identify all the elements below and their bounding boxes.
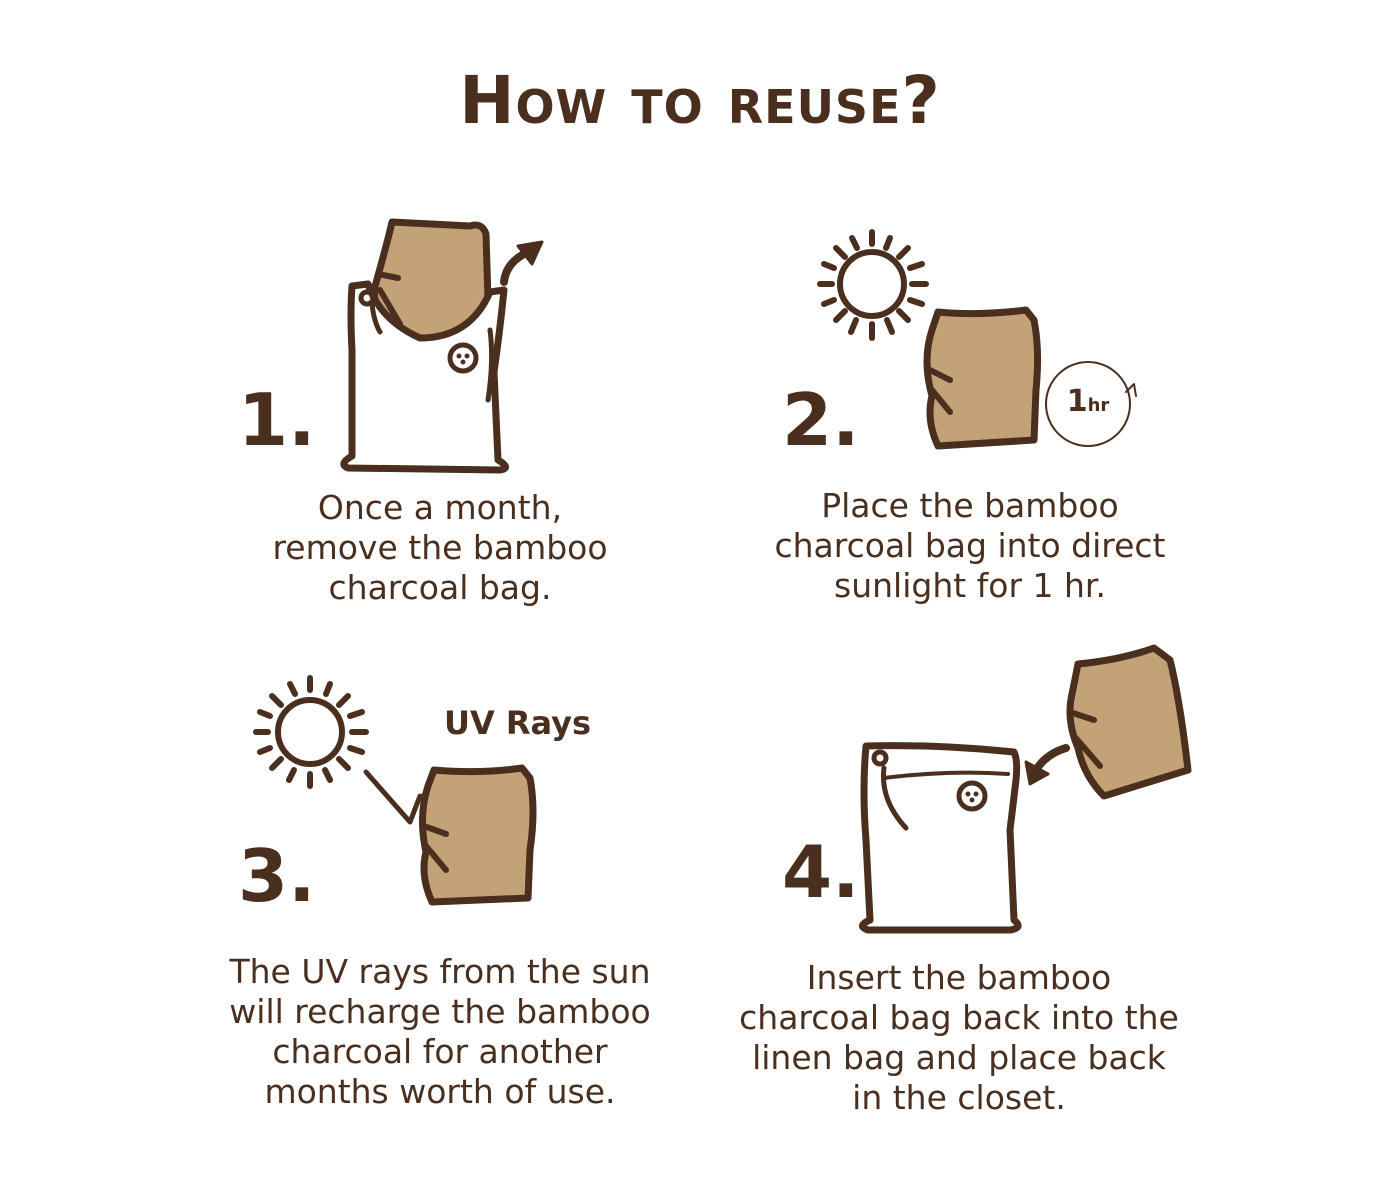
step-2-caption-line: sunlight for 1 hr. (834, 566, 1106, 605)
step-4-caption: Insert the bamboo charcoal bag back into… (714, 958, 1204, 1118)
sun-icon (837, 249, 907, 319)
step-4-number: 4. (782, 830, 860, 914)
step-3-caption-line: The UV rays from the sun (229, 952, 651, 991)
step-2-caption-line: charcoal bag into direct (774, 526, 1166, 565)
uv-rays-label: UV Rays (444, 704, 592, 742)
timer-icon (1045, 361, 1131, 447)
step-3-charcoal-bag (418, 764, 537, 906)
step-4-caption-line: linen bag and place back (752, 1038, 1166, 1077)
step-3-caption-line: will recharge the bamboo (229, 992, 651, 1031)
step-4-charcoal-bag (1066, 644, 1192, 800)
step-4-caption-line: charcoal bag back into the (739, 998, 1179, 1037)
step-3-caption-line: months worth of use. (264, 1072, 616, 1111)
page-title: How to reuse? (459, 62, 941, 139)
step-1-caption-line: remove the bamboo (272, 528, 608, 567)
arrow-left-icon (1032, 744, 1070, 774)
step-2-illustration (817, 229, 1137, 450)
timer-unit: hr (1087, 395, 1110, 416)
step-4-button-icon (956, 780, 988, 812)
step-1-caption-line: charcoal bag. (328, 568, 552, 607)
step-1-caption-line: Once a month, (317, 488, 563, 527)
step-3-illustration (253, 675, 537, 906)
step-4-illustration (859, 644, 1192, 934)
step-3-caption-line: charcoal for another (272, 1032, 608, 1071)
step-1-number: 1. (238, 378, 316, 462)
step-1-button-icon (447, 342, 479, 374)
step-2-charcoal-bag (923, 306, 1042, 450)
step-2-caption: Place the bamboo charcoal bag into direc… (740, 486, 1200, 606)
step-1-illustration (340, 218, 544, 474)
timer-number: 1 (1066, 384, 1088, 419)
step-4-linen-bag (859, 742, 1022, 934)
step-3-number: 3. (238, 834, 316, 918)
step-4-caption-line: in the closet. (852, 1078, 1066, 1117)
step-4-caption-line: Insert the bamboo (806, 958, 1112, 997)
step-1-caption: Once a month, remove the bamboo charcoal… (230, 488, 650, 608)
step-2-number: 2. (782, 378, 860, 462)
step-1-linen-bag (340, 280, 509, 474)
timer-label: 1hr (1043, 384, 1133, 419)
step-3-caption: The UV rays from the sun will recharge t… (200, 952, 680, 1112)
sun-icon (275, 697, 345, 767)
step-2-caption-line: Place the bamboo (821, 486, 1119, 525)
